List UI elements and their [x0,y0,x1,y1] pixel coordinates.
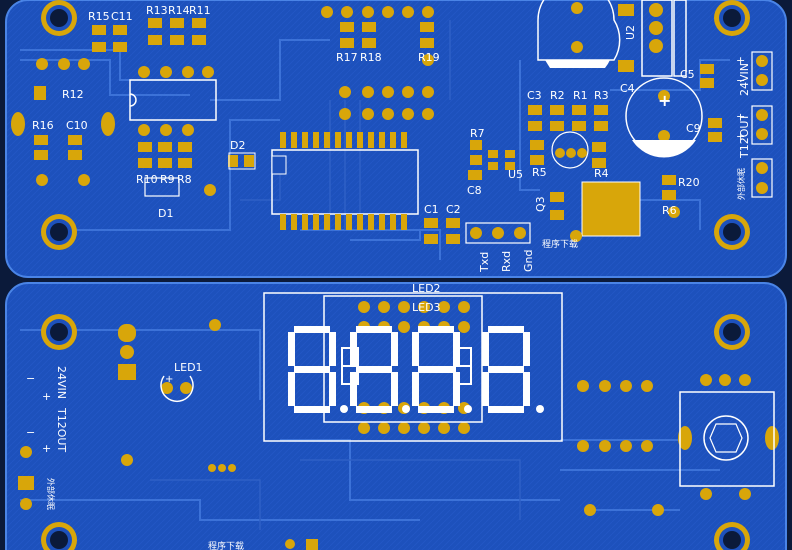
bottom-pads [18,319,779,550]
mcu-chip [271,132,419,230]
label-r2: R2 [550,89,565,102]
label-r11: R11 [189,4,211,17]
mounting-holes-bottom [41,314,750,550]
label-led1: LED1 [174,361,203,374]
digit-4 [482,326,544,413]
label-r14: R14 [168,4,190,17]
svg-text:+: + [658,91,671,110]
top-silkscreen-labels: R15 C11 R13 R14 R11 R12 R16 C10 R10 R9 R… [32,4,751,273]
seven-segment-display [288,326,544,413]
led1-outline: + [160,374,194,403]
label-24vin-top: 24VIN [738,63,751,96]
label-d2: D2 [230,139,245,152]
label-t12out-bottom: T12OUT [55,407,68,452]
label-u2: U2 [624,25,637,40]
label-r6: R6 [662,204,677,217]
label-plus-bottom-1: + [42,390,51,403]
label-sleep-bottom: 外部休眠 [46,478,56,510]
label-minus-bottom-2: − [26,426,35,439]
label-minus-bottom-1: − [26,372,35,385]
label-r9: R9 [160,173,175,186]
label-minus-top-2: − [736,110,745,123]
label-r12: R12 [62,88,84,101]
label-r10: R10 [136,173,158,186]
label-r4: R4 [594,167,609,180]
label-sleep-top: 外部休眠 [736,168,746,200]
label-u5: U5 [508,168,523,181]
label-led2: LED2 [412,282,441,295]
label-plus-top-2: + [736,130,745,143]
label-r1: R1 [573,89,588,102]
label-r20: R20 [678,176,700,189]
label-r5: R5 [532,166,547,179]
electrolytic-caps: + [537,0,703,169]
bottom-board [5,282,787,550]
label-r16: R16 [32,119,54,132]
label-c11: C11 [111,10,133,23]
regulator-u2 [641,0,687,77]
digit-1 [288,326,348,413]
label-c8: C8 [467,184,482,197]
label-plus-top-1: + [736,54,745,67]
label-d1: D1 [158,207,173,220]
label-r17: R17 [336,51,358,64]
label-rxd: Rxd [500,251,513,272]
svg-text:+: + [165,374,173,385]
label-c10: C10 [66,119,88,132]
label-txd: Txd [478,252,491,273]
label-minus-top-1: − [736,74,745,87]
label-r3: R3 [594,89,609,102]
label-prog-download-top: 程序下载 [542,238,578,250]
bottom-silkscreen-labels: LED2 LED3 LED1 24VIN T12OUT 外部休眠 − + − +… [26,282,441,550]
label-c2: C2 [446,203,461,216]
label-gnd: Gnd [522,250,535,272]
label-plus-bottom-2: + [42,442,51,455]
small-digit-1 [341,347,359,385]
label-c4: C4 [620,82,635,95]
rotary-encoder [679,391,775,487]
label-q3: Q3 [534,196,547,212]
mounting-holes-top [41,0,750,250]
label-r19: R19 [418,51,440,64]
label-c1: C1 [424,203,439,216]
opamp-outline [129,79,256,197]
connectors-top [465,51,773,244]
label-24vin-bottom: 24VIN [55,366,68,399]
label-r7: R7 [470,127,485,140]
label-t12out-top: T12OUT [738,114,751,159]
label-c5: C5 [680,68,695,81]
label-r13: R13 [146,4,168,17]
label-prog-download-bottom: 程序下载 [208,540,244,550]
label-r8: R8 [177,173,192,186]
label-led3: LED3 [412,301,441,314]
label-r18: R18 [360,51,382,64]
label-c3: C3 [527,89,542,102]
label-c9: C9 [686,122,701,135]
top-smd-pads [34,4,722,244]
label-r15: R15 [88,10,110,23]
top-th-pads [11,2,768,242]
small-digit-2 [454,347,472,385]
